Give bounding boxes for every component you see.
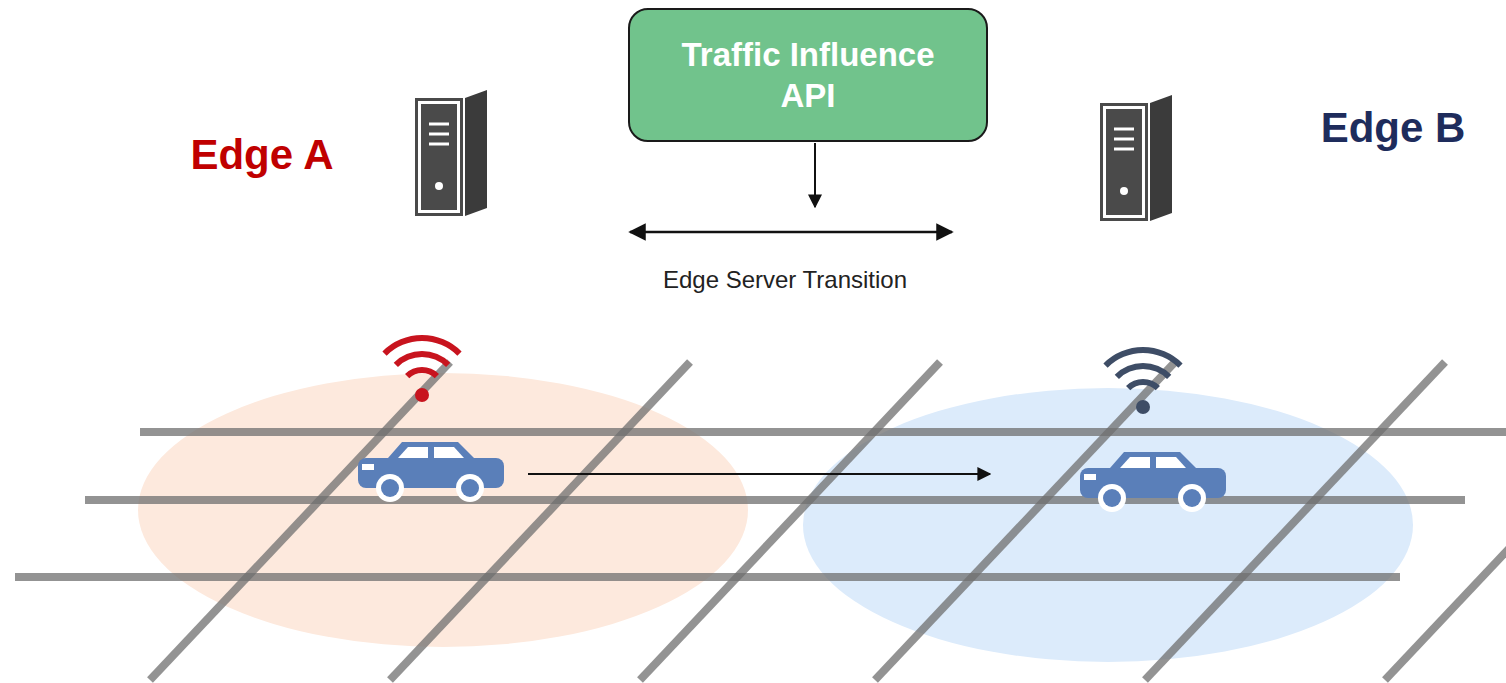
api-box: Traffic Influence API xyxy=(628,8,988,142)
server-icon xyxy=(415,90,487,216)
coverage-area-a xyxy=(138,373,748,647)
transition-label: Edge Server Transition xyxy=(663,266,907,294)
api-name: Traffic Influence API xyxy=(658,34,958,117)
edge-label: Edge B xyxy=(1321,104,1466,152)
wifi-symbol xyxy=(382,335,461,402)
transition-arrow xyxy=(630,231,952,234)
server-icon xyxy=(1100,95,1172,221)
car-icon xyxy=(358,442,504,502)
movement-arrow xyxy=(528,473,990,475)
wifi-symbol xyxy=(1103,347,1182,414)
api-arrow xyxy=(814,143,816,207)
edge-label: Edge A xyxy=(190,131,333,179)
car-icon xyxy=(1080,452,1226,512)
road-grid xyxy=(15,362,1506,680)
